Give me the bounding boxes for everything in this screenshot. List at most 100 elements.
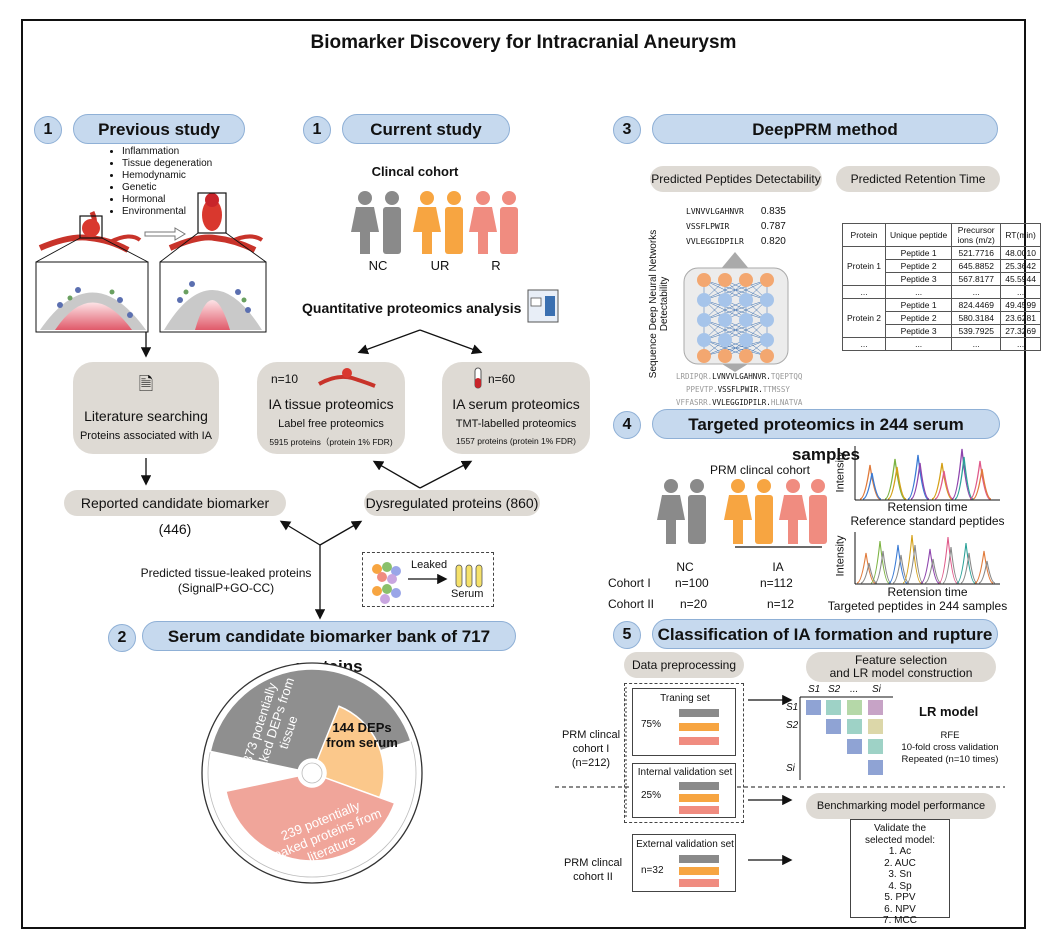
reported-candidate-pill: Reported candidate biomarker (446) [64, 490, 286, 537]
literature-title: Literature searching [84, 408, 208, 424]
serum-subtitle: TMT-labelled proteomics [455, 418, 577, 430]
matrix-row-label: S2 [786, 720, 799, 731]
chromatogram-peak [954, 456, 974, 500]
matrix-row-label: S1 [786, 702, 799, 713]
seq-pre: LRDIPQR. [676, 372, 713, 381]
external-bar-ur [679, 867, 719, 875]
nn-edge [703, 339, 747, 357]
targeted-number: 4 [613, 411, 641, 439]
chromatogram-peak [892, 554, 910, 584]
document-search-icon: 🗎 [138, 374, 154, 394]
metric-item: 3. Sn [888, 869, 912, 880]
seq-mid: VVLEGGIDPILR. [712, 398, 771, 407]
peptide-scores: LVNVVLGAHNVR 0.835 VSSFLPWIR 0.787 VVLEG… [686, 204, 786, 249]
cohort2-line: cohort II [573, 871, 613, 883]
seq-mid: LVNVVLGAHNVR. [712, 372, 771, 381]
leaked-box: Leaked Serum [362, 552, 494, 607]
group-nc-label: NC [368, 258, 388, 273]
peptide-seq: VVLEGGIDPILR [686, 237, 744, 246]
matrix-col-label: S2 [828, 684, 841, 695]
serum-proteomics-box: n=60 IA serum proteomics TMT-labelled pr… [442, 362, 590, 454]
cohort-row-name: Cohort I [608, 576, 651, 590]
ellipsis-cell: ... [1000, 337, 1041, 351]
blood-tube-icon [474, 367, 482, 389]
external-validation-box: External validation set n=32 [632, 834, 736, 892]
metric-item: 7. MCC [883, 915, 917, 926]
tissue-title: IA tissue proteomics [268, 396, 394, 412]
deepprm-pill: DeepPRM method [652, 114, 998, 144]
internal-bar-r [679, 806, 719, 814]
factor-item: Genetic [122, 182, 212, 194]
chromatogram-peak [934, 470, 954, 500]
cohort-row-ia: n=12 [767, 597, 795, 611]
feature-line-2: and LR model construction [829, 666, 973, 680]
nn-node [718, 349, 732, 363]
clinical-cohort-title: Clincal cohort [371, 164, 459, 179]
seq-pre: PPEVTP. [686, 385, 718, 394]
mz-cell: 580.3184 [951, 311, 1002, 325]
rt-label-bottom: Retension time [887, 585, 968, 599]
chromatogram-peak [856, 552, 876, 584]
nn-node [760, 273, 774, 287]
nn-node [739, 313, 753, 327]
cohort1-line: cohort I [572, 743, 610, 755]
chromatogram-peak [884, 458, 906, 500]
nn-edge [703, 299, 747, 321]
previous-study-pill: Previous study [73, 114, 245, 144]
tissue-vessel-icon [318, 368, 376, 388]
prm-nc-label: NC [676, 560, 694, 574]
nn-node [739, 333, 753, 347]
chromatogram-peak [969, 460, 991, 500]
internal-pct: 25% [641, 790, 662, 801]
classification-pill: Classification of IA formation and ruptu… [652, 619, 998, 649]
cohort-row-ia: n=112 [760, 576, 793, 590]
factor-item: Hemodynamic [122, 170, 212, 182]
nn-node [697, 293, 711, 307]
chromatogram-peak [906, 544, 924, 584]
prm-nc-icon [657, 479, 706, 544]
peptide-row: VSSFLPWIR 0.787 [686, 219, 786, 234]
chromatogram-peak [942, 546, 960, 584]
donut-slice [316, 705, 385, 799]
cohort-row-nc: n=100 [675, 576, 709, 590]
nn-node [718, 333, 732, 347]
figure-title: Biomarker Discovery for Intracranial Ane… [310, 32, 737, 53]
literature-searching-box: 🗎 Literature searching Proteins associat… [73, 362, 219, 454]
training-pct: 75% [641, 719, 662, 730]
tissue-small: 5915 proteins（protein 1% FDR) [269, 437, 393, 447]
nn-edge [703, 319, 747, 341]
training-set-box: Traning set 75% [632, 688, 736, 756]
feature-line-1: Feature selection [854, 653, 948, 667]
prm-ia-label: IA [772, 560, 784, 574]
ellipsis-cell: ... [885, 337, 953, 351]
serum-n: n=60 [488, 372, 516, 386]
chromatogram-peak [888, 544, 908, 584]
sequence-line: PPEVTP.VSSFLPWIR.TTMSSY [676, 383, 802, 396]
nn-node [718, 293, 732, 307]
predicted-line-2: (SignalP+GO-CC) [177, 581, 275, 595]
metric-item: 4. Sp [888, 880, 912, 892]
predicted-leaked-label: Predicted tissue-leaked proteins (Signal… [136, 566, 316, 596]
chromatogram-peak [874, 550, 892, 584]
nn-node [760, 349, 774, 363]
chromatogram-peak [960, 552, 978, 584]
cohort1-split-box [624, 683, 744, 823]
serum-label: Serum [451, 588, 484, 600]
internal-bar-ur [679, 794, 719, 802]
slice-serum-label: 144 DEPs from serum [326, 720, 398, 750]
training-bar-ur [679, 723, 719, 731]
current-number: 1 [303, 116, 331, 144]
factor-item: Hormonal [122, 194, 212, 206]
targeted-pill: Targeted proteomics in 244 serum samples [652, 409, 1000, 464]
serum-small: 1557 proteins (protein 1% FDR) [455, 436, 576, 446]
metric-item: 6. NPV [884, 903, 916, 915]
person-nc-icon [351, 191, 401, 254]
benchmarking-pill: Benchmarking model performance [806, 793, 996, 819]
nn-node [739, 293, 753, 307]
chromatogram-peak [978, 560, 996, 584]
prm-cohort2-label: PRM clincal cohort II [558, 856, 628, 884]
cohort2-line: PRM clincal [563, 857, 623, 869]
